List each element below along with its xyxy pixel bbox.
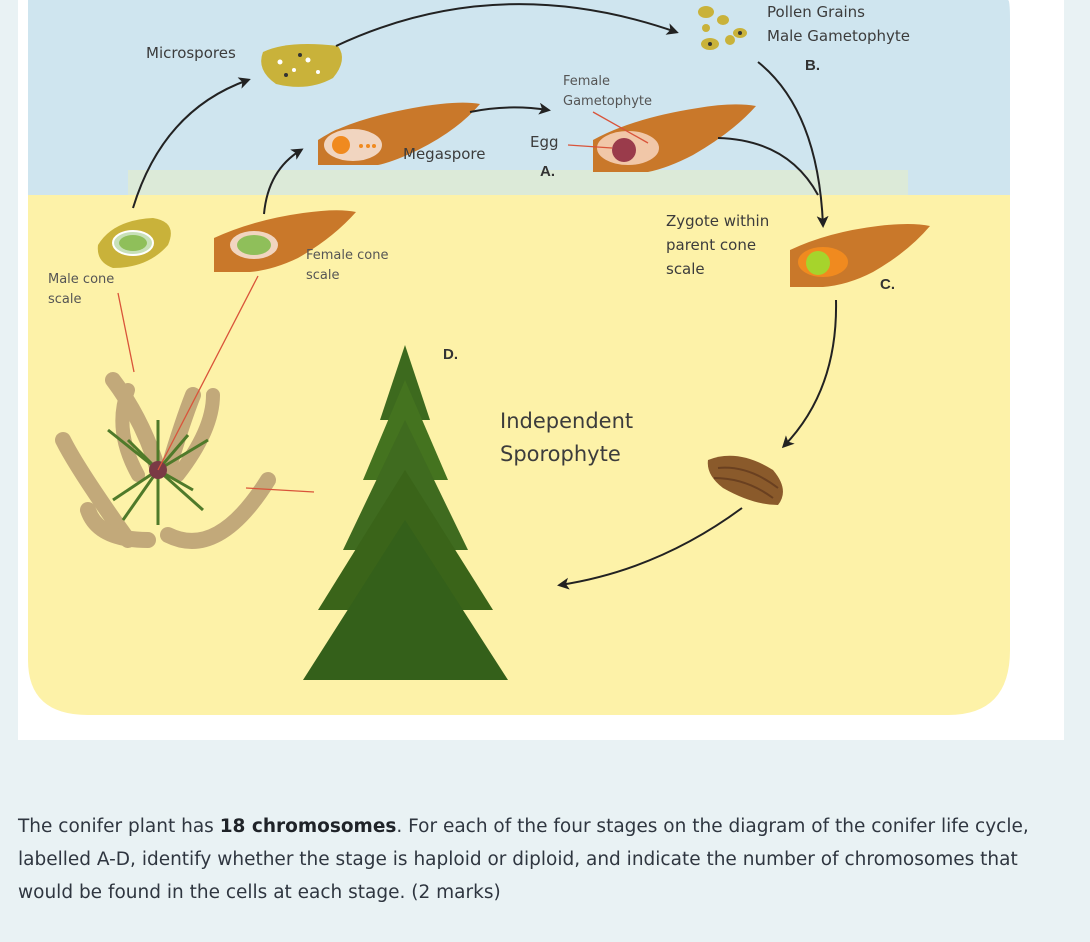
label-female-gametophyte-line1: Female [563, 74, 611, 89]
label-megaspore: Megaspore [403, 145, 486, 163]
arrow-microspores-to-pollen [335, 3, 679, 47]
male-cone-scale-image [97, 218, 171, 268]
label-male-cone-scale-line1: Male cone [48, 272, 115, 287]
pine-branch-image [55, 372, 276, 549]
arrow-megaspore-to-gametophyte [469, 102, 551, 115]
label-male-cone-scale-line2: scale [48, 292, 82, 307]
microspores-image [261, 44, 342, 87]
question-bold: 18 chromosomes [219, 816, 397, 837]
label-a: A. [540, 163, 555, 180]
pollen-grains-image [698, 6, 747, 50]
question-text: The conifer plant has 18 chromosomes. Fo… [18, 810, 1038, 909]
label-female-gametophyte-line2: Gametophyte [563, 94, 653, 109]
pointer-male-scale [117, 292, 135, 373]
female-gametophyte-scale-image [567, 104, 756, 172]
pointer-tree [245, 487, 315, 493]
label-b: B. [805, 57, 820, 74]
ground-region [28, 195, 1010, 715]
megaspore-scale-image [318, 102, 480, 165]
arrow-male-scale-to-microspores [132, 77, 251, 209]
label-sporophyte: Sporophyte [500, 442, 621, 466]
conifer-tree-image [303, 345, 508, 680]
female-cone-scale-image [214, 210, 356, 272]
life-cycle-diagram [28, 0, 1010, 715]
arrow-pollen-to-zygote [757, 61, 829, 228]
label-c: C. [880, 276, 895, 293]
label-zygote-line1: Zygote within [666, 212, 770, 230]
pointer-female-scale [157, 275, 259, 471]
label-independent: Independent [500, 409, 634, 433]
label-female-cone-scale-line2: scale [306, 268, 340, 283]
zygote-scale-image [790, 224, 930, 287]
life-cycle-figure: Microspores Pollen Grains Male Gametophy… [18, 0, 1064, 740]
label-zygote-line3: scale [666, 260, 705, 278]
label-pollen-grains: Pollen Grains [767, 3, 865, 21]
arrow-zygote-to-seed [781, 299, 838, 449]
arrow-female-scale-to-megaspore [263, 148, 304, 215]
label-female-cone-scale-line1: Female cone [306, 248, 389, 263]
question-part1: The conifer plant has [18, 816, 220, 837]
arrow-gametophyte-to-zygote [717, 137, 819, 196]
label-male-gametophyte: Male Gametophyte [767, 27, 911, 45]
seed-image [707, 455, 783, 505]
arrow-seed-to-tree [557, 507, 743, 590]
question-part2: . For each of the four stages on the dia… [18, 816, 1029, 903]
label-d: D. [443, 346, 458, 363]
label-zygote-line2: parent cone [666, 236, 757, 254]
label-egg: Egg [530, 133, 559, 151]
label-microspores: Microspores [146, 44, 236, 62]
